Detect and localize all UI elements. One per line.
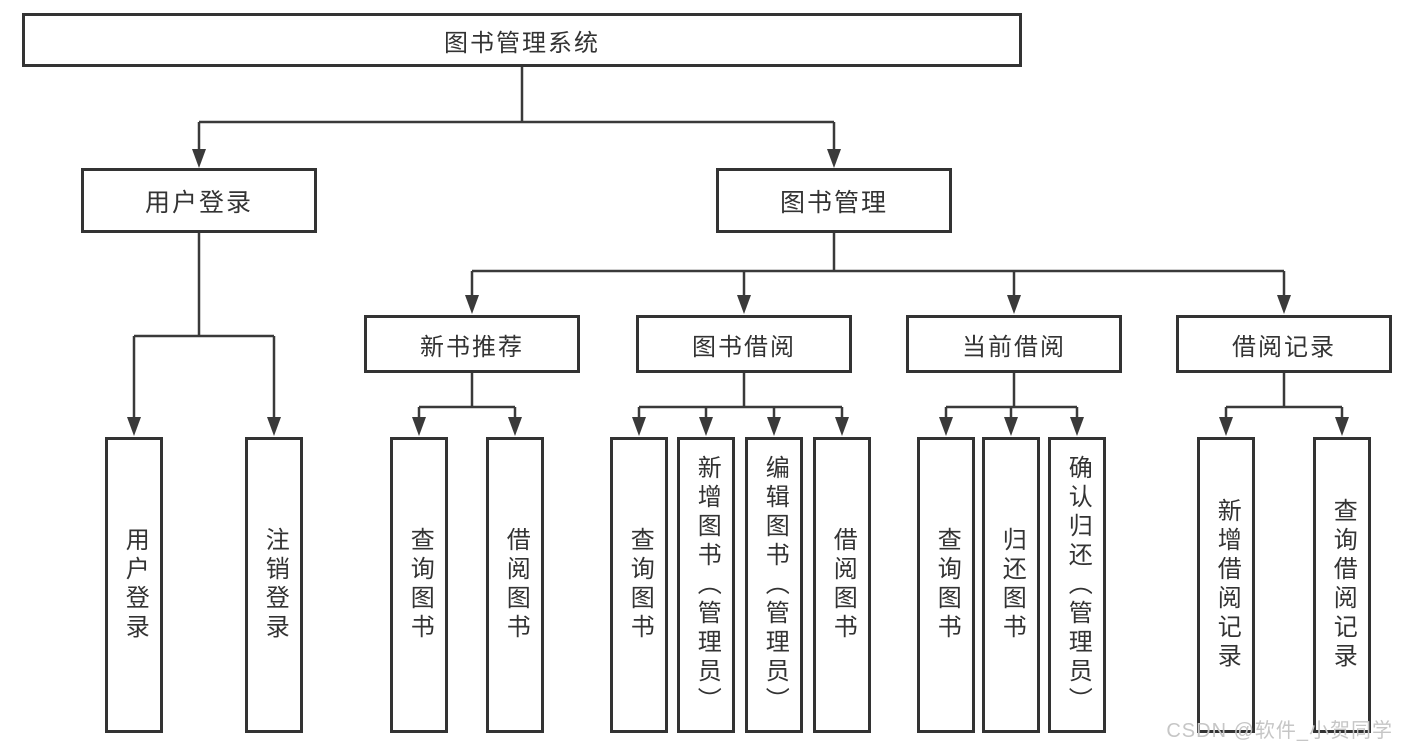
node-label: 当前借阅 [962, 333, 1066, 361]
leaf-logout: 注销登录 [245, 437, 303, 733]
leaf-label: 注销登录 [261, 527, 289, 643]
node-current-borrowing: 当前借阅 [906, 315, 1122, 373]
node-label: 新书推荐 [420, 333, 524, 361]
node-library-management-system: 图书管理系统 [22, 13, 1022, 67]
leaf-label: 编辑图书（管理员） [761, 454, 789, 716]
leaf-label: 确认归还（管理员） [1064, 454, 1092, 716]
node-new-book-recommend: 新书推荐 [364, 315, 580, 373]
leaf-query-books-recommend: 查询图书 [390, 437, 448, 733]
node-user-login: 用户登录 [81, 168, 317, 233]
leaf-add-borrow-record: 新增借阅记录 [1197, 437, 1255, 733]
leaf-label: 查询图书 [933, 527, 961, 643]
leaf-label: 归还图书 [998, 527, 1026, 643]
leaf-add-books-admin: 新增图书（管理员） [677, 437, 735, 733]
leaf-query-books-current: 查询图书 [917, 437, 975, 733]
leaf-confirm-return-admin: 确认归还（管理员） [1048, 437, 1106, 733]
leaf-query-books-borrowing: 查询图书 [610, 437, 668, 733]
leaf-user-login: 用户登录 [105, 437, 163, 733]
leaf-label: 借阅图书 [829, 527, 857, 643]
leaf-return-books: 归还图书 [982, 437, 1040, 733]
csdn-watermark: CSDN @软件_小贺同学 [1166, 720, 1393, 742]
node-label: 图书管理系统 [444, 29, 600, 57]
leaf-label: 查询借阅记录 [1329, 498, 1357, 672]
node-book-borrowing: 图书借阅 [636, 315, 852, 373]
node-label: 图书管理 [779, 188, 888, 217]
node-label: 用户登录 [144, 188, 253, 217]
leaf-label: 新增借阅记录 [1213, 498, 1241, 672]
leaf-edit-books-admin: 编辑图书（管理员） [745, 437, 803, 733]
node-borrowing-records: 借阅记录 [1176, 315, 1392, 373]
node-book-management: 图书管理 [716, 168, 952, 233]
leaf-label: 用户登录 [121, 527, 149, 643]
node-label: 图书借阅 [692, 333, 796, 361]
leaf-borrow-books: 借阅图书 [813, 437, 871, 733]
leaf-borrow-books-recommend: 借阅图书 [486, 437, 544, 733]
leaf-label: 查询图书 [626, 527, 654, 643]
leaf-label: 借阅图书 [502, 527, 530, 643]
node-label: 借阅记录 [1232, 333, 1336, 361]
leaf-label: 新增图书（管理员） [693, 454, 721, 716]
leaf-query-borrow-record: 查询借阅记录 [1313, 437, 1371, 733]
leaf-label: 查询图书 [406, 527, 434, 643]
